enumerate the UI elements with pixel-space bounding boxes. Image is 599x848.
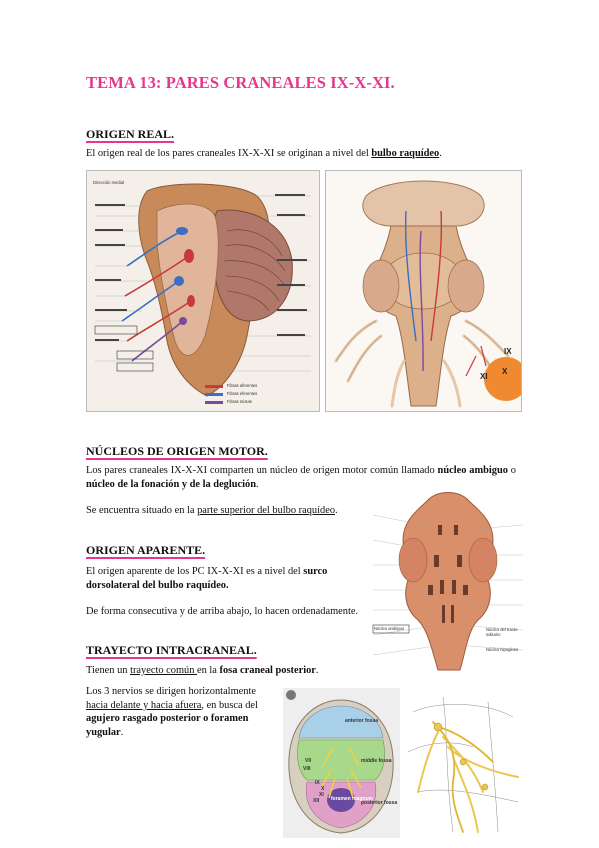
text-underlined: parte superior del bulbo raquídeo <box>197 505 336 516</box>
nerve-pathway-illustration <box>403 692 526 837</box>
skull-base-figure: anterior fossa middle fossa foramen magn… <box>283 688 400 838</box>
figure-label: Dirección medial <box>93 180 124 185</box>
section-heading-origen-aparente: ORIGEN APARENTE. <box>86 543 206 557</box>
page-title: TEMA 13: PARES CRANEALES IX-X-XI. <box>86 73 395 92</box>
text: en la <box>197 665 220 676</box>
text: o <box>507 465 516 476</box>
text: Se encuentra situado en la <box>86 505 198 516</box>
section-heading-nucleos: NÚCLEOS DE ORIGEN MOTOR. <box>86 444 268 458</box>
aparente-paragraph-1: El origen aparente de los PC IX-X-XI es … <box>86 565 371 592</box>
brainstem-ventral-figure: IX XI X <box>325 170 522 412</box>
nucleus-label: Núcleo hipogloso <box>486 647 519 652</box>
text: Los pares craneales IX-X-XI comparten un… <box>86 465 438 476</box>
text-bold: bulbo raquídeo <box>371 148 440 159</box>
text: El origen aparente de los PC IX-X-XI es … <box>86 566 304 577</box>
text-underlined: hacia delante y hacia afuera <box>86 699 202 711</box>
fossa-label: foramen magnum <box>331 796 373 802</box>
text-bold: fosa craneal posterior <box>219 665 316 676</box>
nerve-label: XI <box>319 792 324 798</box>
text-bold: agujero rasgado posterior o foramen yugu… <box>86 713 249 738</box>
origen-real-paragraph: El origen real de los pares craneales IX… <box>86 147 526 161</box>
text: Los 3 nervios se dirigen horizontalmente <box>86 686 256 697</box>
nuclei-illustration <box>368 485 526 675</box>
text: . <box>335 505 338 516</box>
skull-base-illustration <box>283 688 400 838</box>
nucleus-label: Núcleo ambiguo <box>374 626 405 631</box>
trayecto-paragraph-2: Los 3 nervios se dirigen horizontalmente… <box>86 685 276 739</box>
brainstem-ventral-illustration <box>326 171 521 411</box>
text: . <box>256 478 259 490</box>
aparente-paragraph-2: De forma consecutiva y de arriba abajo, … <box>86 606 359 617</box>
text-bold: núcleo de la fonación y de la deglución <box>86 478 257 490</box>
text: , en busca del <box>201 699 258 711</box>
section-heading-trayecto: TRAYECTO INTRACRANEAL. <box>86 643 257 657</box>
brainstem-section-illustration <box>87 171 319 411</box>
fossa-label: anterior fossa <box>345 718 379 724</box>
trayecto-paragraph-1: Tienen un trayecto común en la fosa cran… <box>86 664 376 678</box>
text: . <box>439 148 442 159</box>
nerve-label: X <box>321 786 325 792</box>
fossa-label: posterior fossa <box>361 800 398 806</box>
legend-label: Fibras mixtas <box>227 399 252 404</box>
nerve-label: VII <box>305 758 312 764</box>
text: . <box>120 726 124 738</box>
nucleos-paragraph-1: Los pares craneales IX-X-XI comparten un… <box>86 464 516 491</box>
nuclei-figure: Núcleo ambiguo Núcleo del tracto solitar… <box>368 485 526 675</box>
nerve-label-xi: XI <box>480 372 488 381</box>
text-underlined: trayecto común <box>130 665 198 676</box>
text: . <box>315 665 319 676</box>
text-bold: surco dorsolateral del bulbo raquídeo. <box>86 566 328 591</box>
legend-label: Fibras eferentes <box>227 391 258 396</box>
text-bold: núcleo ambiguo <box>437 465 508 476</box>
nerve-label: XII <box>313 798 320 804</box>
section-heading-origen-real: ORIGEN REAL. <box>86 127 175 141</box>
nucleos-paragraph-2: Se encuentra situado en la parte superio… <box>86 504 376 518</box>
text: El origen real de los pares craneales IX… <box>86 148 372 159</box>
nerve-label: IX <box>315 780 320 786</box>
legend-label: Fibras aferentes <box>227 383 258 388</box>
fossa-label: middle fossa <box>361 758 392 764</box>
nerve-pathway-figure <box>403 692 526 837</box>
nerve-label-ix: IX <box>504 347 512 356</box>
nucleus-label: Núcleo del tracto solitario <box>486 627 518 637</box>
nerve-label: VIII <box>303 766 311 772</box>
text: Tienen un <box>86 665 131 676</box>
brainstem-section-figure: Dirección medial Fibras aferentes Fibras… <box>86 170 320 412</box>
nerve-label-x: X <box>502 367 508 376</box>
